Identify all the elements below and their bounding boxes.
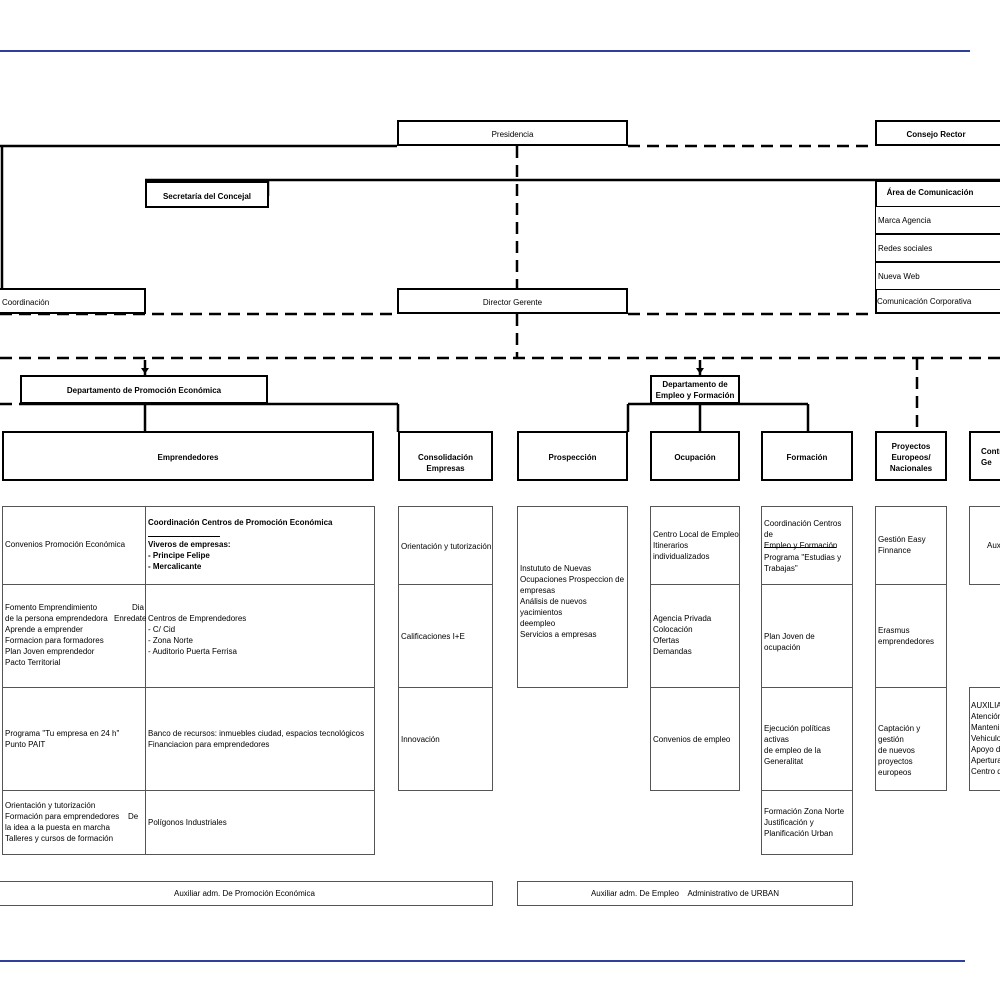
unit-formacion-label: Formación [786, 453, 828, 462]
presidencia-label: Presidencia [491, 130, 534, 139]
consejo-rector-label: Consejo Rector [906, 130, 966, 139]
dept-promocion-label: Departamento de Promoción Económica [66, 386, 222, 395]
unit-consolidacion-label: Consolidación Empresas [417, 453, 474, 473]
unit-proyectos-label: Proyectos Europeos/ Nacionales [889, 442, 933, 473]
aux-promocion-label: Auxiliar adm. De Promoción Económica [174, 889, 315, 898]
comunicacion-item: Redes sociales [875, 234, 1000, 262]
formacion-cell: Ejecución políticas activas de empleo de… [761, 687, 853, 791]
area-comunicacion-label: Área de Comunicación [886, 188, 974, 197]
unit-contr-label: Contr Ge [981, 447, 1000, 467]
aux-empleo-label: Auxiliar adm. De Empleo Administrativo d… [590, 889, 780, 898]
contr-item: AUXILIA Atención Mantenim Vehiculo Apoyo… [971, 701, 1000, 776]
consolidacion-item: Orientación y tutorización [401, 542, 492, 551]
proyectos-cell: Captación y gestión de nuevos proyectos … [875, 687, 947, 791]
ocupacion-cell: Centro Local de Empleo Itinerarios indiv… [650, 506, 740, 585]
unit-ocupacion: Ocupación [650, 431, 740, 481]
comunicacion-item-label: Nueva Web [878, 272, 920, 281]
ocupacion-item: Convenios de empleo [653, 735, 731, 744]
unit-formacion: Formación [761, 431, 853, 481]
proyectos-item: Erasmus emprendedores [878, 626, 935, 646]
ocupacion-item: Agencia Privada Colocación Ofertas Deman… [653, 614, 712, 656]
unit-contr: Contr Ge [969, 431, 1000, 481]
top-rule [0, 50, 970, 52]
formacion-cell: Coordinación Centros de Empleo y Formaci… [761, 506, 853, 585]
emprendedores-left-item: Orientación y tutorización Formación par… [5, 801, 120, 843]
grid-divider [145, 506, 146, 855]
consolidacion-item: Calificaciones I+E [401, 632, 465, 641]
proyectos-item: Gestión Easy Finnance [878, 535, 926, 555]
emprendedores-left-item: Fomento Emprendimiento de la persona emp… [5, 603, 108, 667]
dept-promocion-box: Departamento de Promoción Económica [20, 375, 268, 404]
contr-cell: AUXILIA Atención Mantenim Vehiculo Apoyo… [969, 687, 1000, 791]
emprendedores-right-item: Banco de recursos: inmuebles ciudad, esp… [148, 729, 365, 749]
consolidacion-cell: Calificaciones I+E [398, 584, 493, 688]
formacion-cell: Formación Zona Norte Justificación y Pla… [761, 790, 853, 855]
unit-emprendedores-label: Emprendedores [157, 453, 219, 462]
director-gerente-label: Director Gerente [482, 298, 543, 307]
emprendedores-left-item: Programa "Tu empresa en 24 h" Punto PAIT [5, 729, 120, 749]
unit-proyectos: Proyectos Europeos/ Nacionales [875, 431, 947, 481]
comunicacion-item-label: Comunicación Corporativa [877, 297, 972, 306]
aux-promocion-bar: Auxiliar adm. De Promoción Económica [0, 881, 493, 906]
emprendedores-left-item: Convenios Promoción Económica [5, 540, 126, 549]
bottom-rule [0, 960, 965, 962]
presidencia-box: Presidencia [397, 120, 628, 146]
comunicacion-item: Marca Agencia [875, 206, 1000, 234]
grid-divider [2, 584, 375, 585]
emprendedores-side-note: De [128, 812, 139, 821]
title-separator [148, 536, 220, 537]
unit-consolidacion: Consolidación Empresas [398, 431, 493, 481]
consolidacion-item: Innovación [401, 735, 440, 744]
unit-prospeccion: Prospección [517, 431, 628, 481]
comunicacion-item: Nueva Web [875, 262, 1000, 290]
consejo-rector-box: Consejo Rector [875, 120, 1000, 146]
emprendedores-viveros: Viveros de empresas: - Principe Felipe -… [148, 540, 231, 571]
emprendedores-right-item: Polígonos Industriales [148, 818, 227, 827]
secretaria-label: Secretaría del Concejal [162, 192, 252, 201]
dept-empleo-box: Departamento de Empleo y Formación [650, 375, 740, 404]
cell-separator [764, 547, 836, 548]
unit-emprendedores: Emprendedores [2, 431, 374, 481]
contr-item: Aux [987, 541, 1000, 550]
grid-divider [2, 687, 375, 688]
unit-prospeccion-label: Prospección [548, 453, 597, 462]
formacion-item: Plan Joven de ocupación [764, 632, 815, 652]
emprendedores-right-title: Coordinación Centros de Promoción Económ… [148, 518, 333, 527]
prospeccion-item: Instututo de Nuevas Ocupaciones Prospecc… [520, 564, 625, 639]
formacion-item: Programa "Estudias y Trabajas" [764, 553, 842, 573]
grid-divider [2, 790, 375, 791]
coordinacion-box: Coordinación [0, 288, 146, 314]
formacion-item: Coordinación Centros de Empleo y Formaci… [764, 519, 842, 550]
director-gerente-box: Director Gerente [397, 288, 628, 314]
consolidacion-cell: Innovación [398, 687, 493, 791]
proyectos-cell: Gestión Easy Finnance [875, 506, 947, 585]
aux-empleo-bar: Auxiliar adm. De Empleo Administrativo d… [517, 881, 853, 906]
formacion-item: Ejecución políticas activas de empleo de… [764, 724, 831, 766]
proyectos-cell: Erasmus emprendedores [875, 584, 947, 688]
ocupacion-item: Centro Local de Empleo Itinerarios indiv… [653, 530, 739, 561]
coordinacion-label: Coordinación [2, 298, 50, 307]
ocupacion-cell: Agencia Privada Colocación Ofertas Deman… [650, 584, 740, 688]
secretaria-box: Secretaría del Concejal [145, 181, 269, 208]
ocupacion-cell: Convenios de empleo [650, 687, 740, 791]
formacion-item: Formación Zona Norte Justificación y Pla… [764, 807, 845, 838]
contr-cell: Aux [969, 506, 1000, 585]
comunicacion-item-label: Redes sociales [878, 244, 933, 253]
comunicacion-item-label: Marca Agencia [878, 216, 931, 225]
prospeccion-cell: Instututo de Nuevas Ocupaciones Prospecc… [517, 506, 628, 688]
emprendedores-right-item: Centros de Emprendedores - C/ Cid - Zona… [148, 614, 247, 656]
emprendedores-side-note: Dia Enredate [114, 603, 147, 623]
unit-ocupacion-label: Ocupación [674, 453, 716, 462]
dept-empleo-label: Departamento de Empleo y Formación [655, 380, 735, 400]
consolidacion-cell: Orientación y tutorización [398, 506, 493, 585]
proyectos-item: Captación y gestión de nuevos proyectos … [878, 724, 921, 777]
emprendedores-grid [2, 506, 375, 855]
formacion-cell: Plan Joven de ocupación [761, 584, 853, 688]
